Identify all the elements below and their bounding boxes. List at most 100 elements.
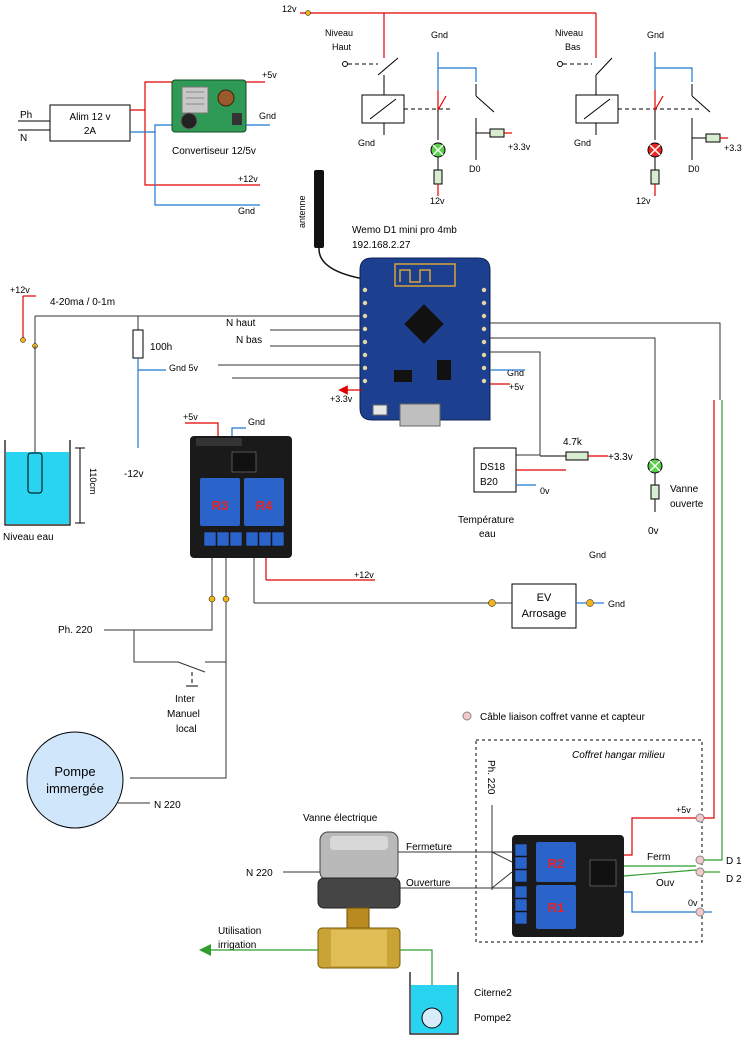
ds18b20-label-2: B20 — [480, 477, 498, 488]
vanne-title: Vanne électrique — [303, 813, 378, 824]
ds18b20-box — [473, 447, 517, 493]
gnd-label: Gnd — [358, 138, 375, 148]
citerne-outline — [409, 972, 459, 1035]
terminal-icon — [695, 855, 705, 865]
resistor-100h-label: 100h — [150, 342, 172, 353]
plus12v-label: +12v — [354, 570, 374, 580]
terminal-icon — [695, 867, 705, 877]
plus12v-label: +12v — [10, 285, 30, 295]
gnd-label: Gnd — [238, 206, 255, 216]
resistor-icon — [650, 169, 660, 185]
cable-label: Câble liaison coffret vanne et capteur — [480, 712, 646, 723]
niveau-bas-label-1: Niveau — [555, 28, 583, 38]
zero-v-label: 0v — [648, 526, 659, 537]
zero-v-label: 0v — [540, 486, 550, 496]
d0-label: D0 — [469, 164, 481, 174]
ev-label-2: Arrosage — [522, 608, 567, 620]
usb-connector — [399, 403, 441, 427]
signal-label: 4-20ma / 0-1m — [50, 297, 115, 308]
v33-cut-label: +3.3 — [724, 143, 742, 153]
utilisation-label-1: Utilisation — [218, 926, 261, 937]
resistor-icon — [705, 133, 721, 143]
terminal-icon — [695, 907, 705, 917]
inductor-icon — [217, 89, 235, 107]
wemos-wiring — [35, 315, 721, 458]
n-label: N — [20, 133, 27, 144]
valve-section: Vanne électrique Fermeture Ouverture N 2… — [199, 813, 513, 1035]
coffret-box — [475, 739, 703, 943]
gnd5v-label: Gnd 5v — [169, 363, 199, 373]
alim-box — [49, 104, 131, 142]
fermeture-label: Fermeture — [406, 842, 453, 853]
d0-label: D0 — [688, 164, 700, 174]
inter-label-1: Inter — [175, 694, 196, 705]
v12-top-label: 12v — [282, 4, 297, 14]
v33-label: +3.3v — [508, 142, 531, 152]
tank-outline — [4, 440, 71, 526]
plus5v-label: +5v — [509, 382, 524, 392]
ouv-label: Ouv — [656, 878, 674, 889]
chip-icon — [404, 304, 444, 344]
coffret-section: Câble liaison coffret vanne et capteur C… — [462, 400, 742, 943]
resistor-47k — [565, 451, 589, 461]
coffret-ph220: Ph. 220 — [485, 760, 496, 795]
gnd-label: Gnd — [431, 30, 448, 40]
antenna-label: antenne — [297, 195, 307, 228]
r1-label: R1 — [548, 900, 565, 915]
level-probe — [27, 452, 43, 494]
ph220-label: Ph. 220 — [58, 625, 93, 636]
citerne-label: Citerne2 — [474, 988, 512, 999]
converter-label: Convertiseur 12/5v — [172, 146, 256, 157]
capacitor-icon — [180, 112, 198, 130]
ev-label-1: EV — [537, 592, 552, 604]
v12-label: 12v — [430, 196, 445, 206]
pompe2-label: Pompe2 — [474, 1013, 512, 1024]
terminal-icon — [695, 813, 705, 823]
power-supply: Ph N Alim 12 v 2A +5v Gnd Convertiseur 1… — [18, 70, 277, 216]
tank-label: Niveau eau — [3, 532, 54, 543]
temperature-label-1: Température — [458, 515, 515, 526]
relay-r1 — [536, 885, 576, 929]
gnd-label: Gnd — [248, 417, 265, 427]
inter-label-3: local — [176, 724, 197, 735]
pump-section: EV Arrosage Gnd Ph. 220 Inter Manuel loc… — [26, 583, 625, 829]
niveau-haut-label-1: Niveau — [325, 28, 353, 38]
gnd-label: Gnd — [507, 368, 524, 378]
coffret-title: Coffret hangar milieu — [572, 750, 665, 761]
vanne-ouverte-1: Vanne — [670, 484, 699, 495]
plus33v-label: +3.3v — [608, 452, 633, 463]
ph-label: Ph — [20, 110, 32, 121]
utilisation-label-2: irrigation — [218, 940, 256, 951]
pompe2-icon — [421, 1007, 443, 1029]
zero-v-label: 0v — [688, 898, 698, 908]
pompe-label-2: immergée — [46, 781, 104, 796]
niveau-haut-label-2: Haut — [332, 42, 352, 52]
gnd-label: Gnd — [259, 111, 276, 121]
antenna-icon — [314, 170, 324, 248]
r2-label: R2 — [548, 856, 565, 871]
plus12v-label: +12v — [238, 174, 258, 184]
v12-label: 12v — [636, 196, 651, 206]
relay-r2 — [536, 842, 576, 882]
ev-box — [511, 583, 577, 629]
ds18b20-label-1: DS18 — [480, 462, 505, 473]
pompe-immergee — [26, 731, 124, 829]
temperature-label-2: eau — [479, 529, 496, 540]
wemos-ip: 192.168.2.27 — [352, 240, 411, 251]
inter-label-2: Manuel — [167, 709, 200, 720]
relay-module — [190, 436, 292, 558]
plus5v-label: +5v — [262, 70, 277, 80]
resistor-icon — [433, 169, 443, 185]
level-relays: 12v Niveau Haut Gnd Gnd 12v +3.3v D0 — [282, 4, 742, 206]
level-sensor: +12v 4-20ma / 0-1m 100h Gnd 5v -12v 110c… — [3, 285, 199, 543]
ouverture-label: Ouverture — [406, 878, 451, 889]
d1-label: D 1 — [726, 856, 742, 867]
plus5v-label: +5v — [676, 805, 691, 815]
ferm-label: Ferm — [647, 852, 670, 863]
resistor-47k-label: 4.7k — [563, 437, 583, 448]
relay-r3 — [200, 478, 240, 526]
wemos-title: Wemo D1 mini pro 4mb — [352, 225, 457, 236]
n-haut-label: N haut — [226, 318, 256, 329]
